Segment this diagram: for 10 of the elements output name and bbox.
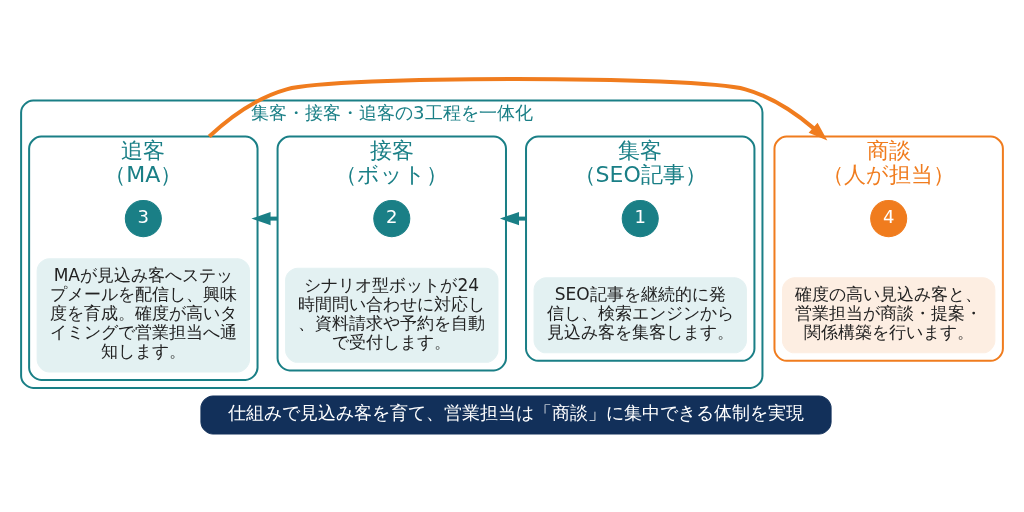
node-circle: 3 [124,199,162,237]
node-circle: 2 [373,199,411,237]
node-box: MAが見込み客へステップメールを配信し、興味度を育成。確度が高いタイミングで営業担当へ通知します。 [36,257,250,372]
node-box: シナリオ型ボットが24時間問い合わせに対応し、資料請求や予約を自動で受付します。 [285,267,499,363]
node-box: SEO記事を継続的に発信し、検索エンジンから見込み客を集客します。 [533,276,747,353]
node-box: 確度の高い見込み客と、営業担当が商談・提案・関係構築を行います。 [782,276,996,353]
node-circle: 4 [870,199,908,237]
arrow [207,76,828,140]
node-box: 仕組みで見込み客を育て、営業担当は「商談」に集中できる体制を実現 [200,394,832,434]
node-circle: 1 [621,199,659,237]
